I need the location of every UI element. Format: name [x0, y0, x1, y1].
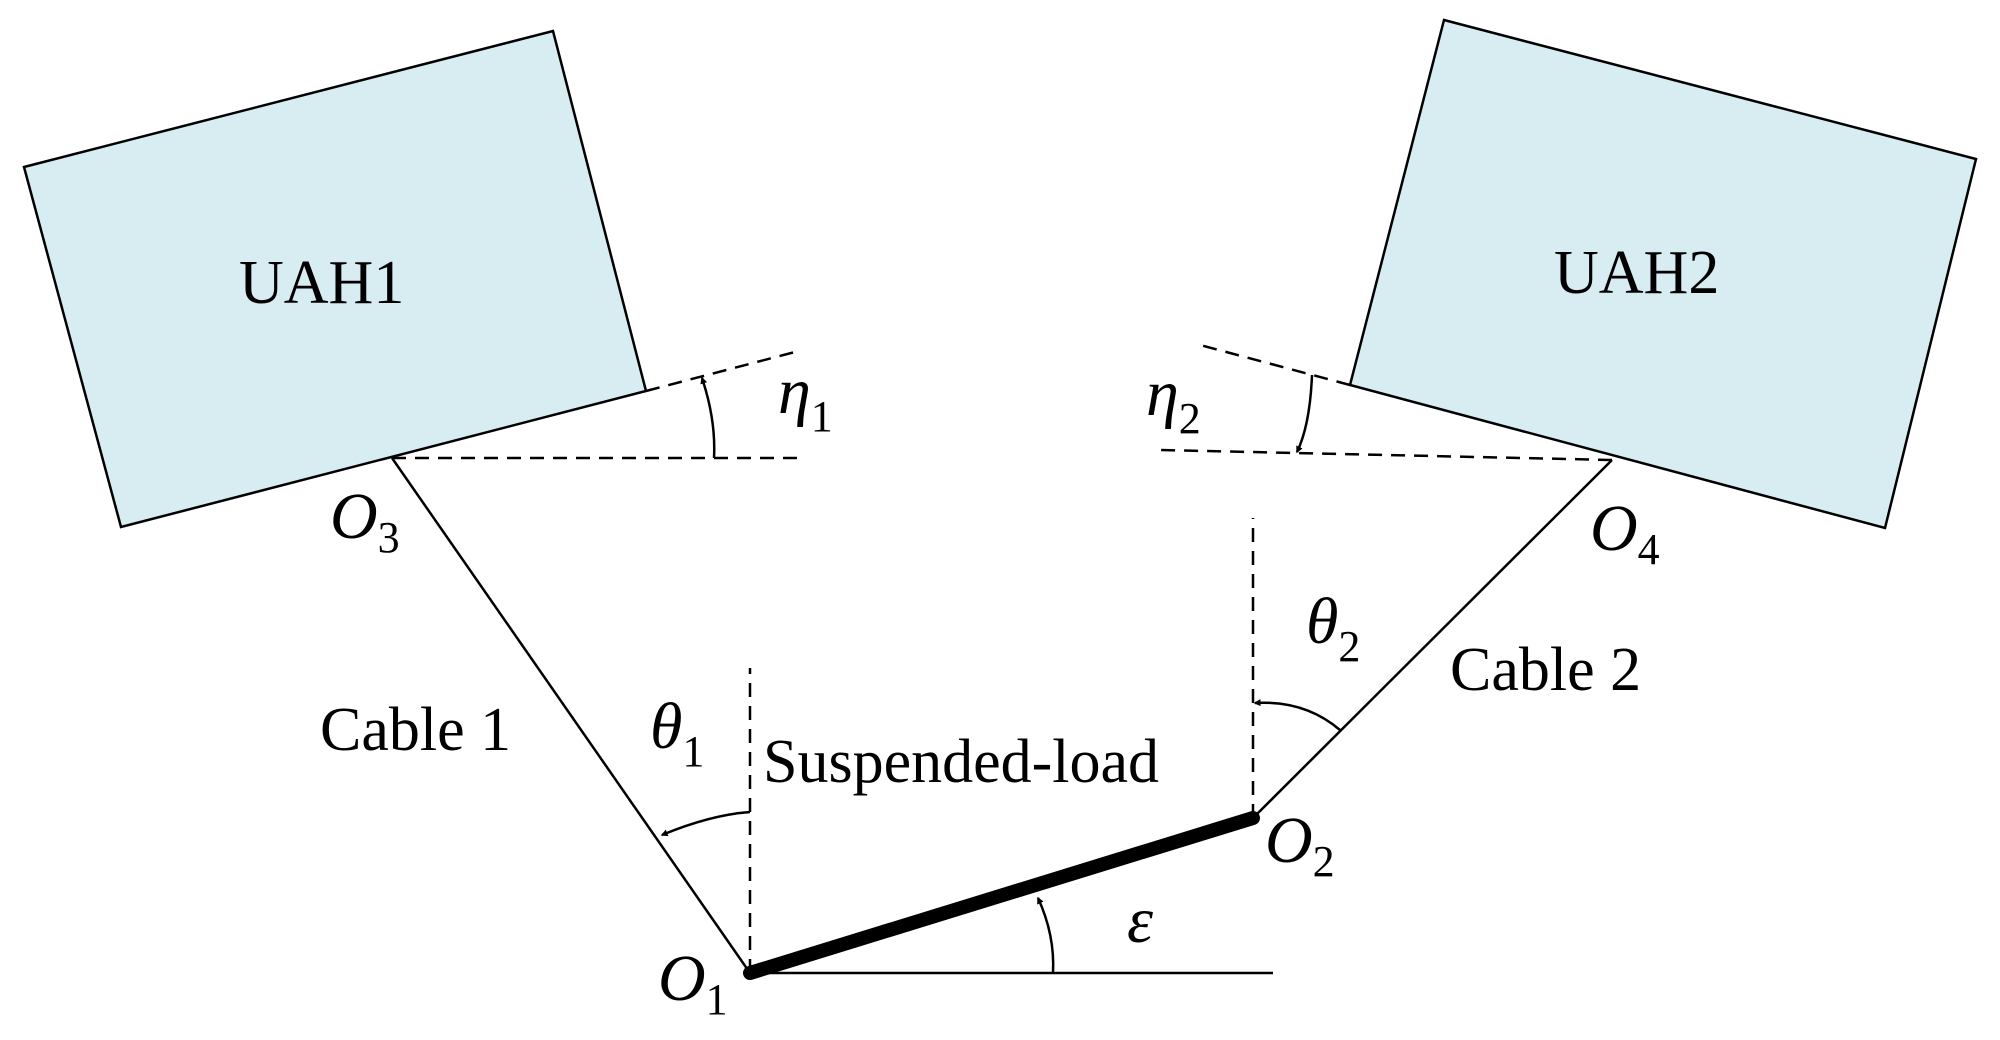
eta1-arc-arrow	[700, 376, 716, 459]
suspended-load-bar	[743, 811, 1260, 980]
dashed-extension-uah1-bottom	[645, 350, 796, 393]
point-o3-label: O3	[330, 480, 400, 562]
dashed-extension-uah2-bottom	[1199, 343, 1351, 387]
point-o2-label: O2	[1265, 804, 1335, 886]
cable-2-label: Cable 2	[1450, 636, 1641, 704]
suspended-load-label: Suspended-load	[763, 728, 1159, 796]
epsilon-label: ε	[1127, 884, 1153, 957]
eta1-label: η1	[778, 355, 833, 441]
point-o1-label: O1	[658, 942, 728, 1024]
theta1-arc-arrow	[660, 810, 751, 837]
eta2-arc-arrow	[1295, 374, 1314, 454]
uah2-label: UAH2	[1554, 239, 1719, 307]
theta1-label: θ1	[650, 690, 704, 776]
cable-1-line	[390, 457, 752, 974]
theta2-label: θ2	[1306, 585, 1360, 671]
epsilon-arc-arrow	[1036, 896, 1055, 974]
uah2-body	[1348, 18, 1978, 530]
cable-2-line	[1252, 459, 1613, 819]
uah1-label: UAH1	[239, 249, 404, 317]
cable-1-label: Cable 1	[320, 696, 511, 764]
theta2-arc-arrow	[1253, 699, 1341, 731]
dashed-horizontal-o4	[1159, 448, 1613, 462]
point-o4-label: O4	[1590, 492, 1660, 574]
eta2-label: η2	[1146, 357, 1201, 443]
